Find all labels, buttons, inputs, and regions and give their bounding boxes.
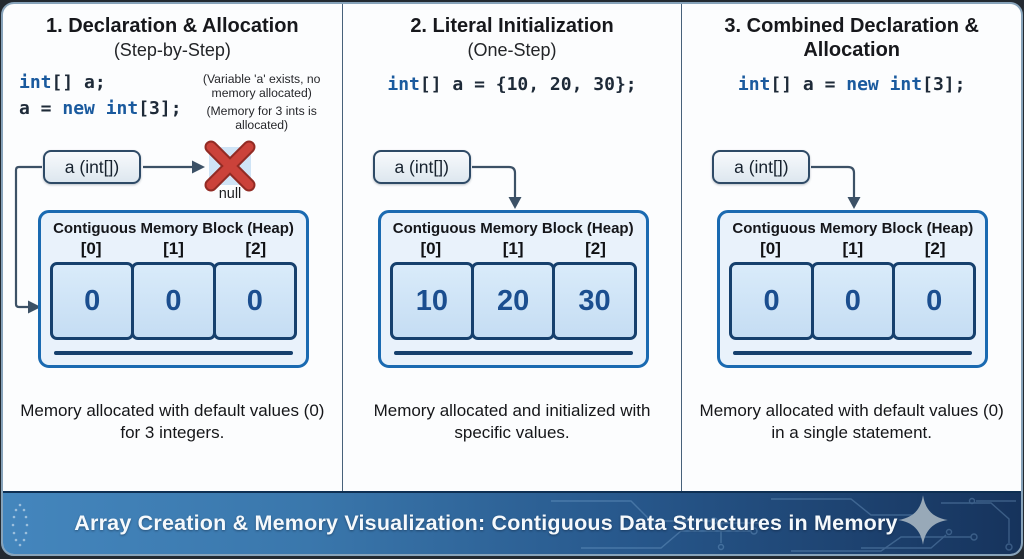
panel-title: 1. Declaration & Allocation <box>46 15 299 37</box>
memory-underline <box>393 351 633 355</box>
cell-value: 0 <box>763 284 780 317</box>
four-point-star-icon <box>897 494 948 545</box>
code-line: a = new int[3]; <box>19 96 182 122</box>
index-label: [2] <box>924 239 946 258</box>
panel-header: 2. Literal Initialization (One-Step) <box>343 4 682 62</box>
variable-label: a (int[]) <box>64 156 120 177</box>
index-label: [1] <box>842 239 864 258</box>
code-annotations: (Variable 'a' exists, no memory allocate… <box>186 70 338 136</box>
cell-value: 0 <box>926 284 943 317</box>
code-keyword: int <box>387 74 420 95</box>
variable-box: a (int[]) <box>712 150 811 184</box>
code-text: [] a; <box>51 72 106 93</box>
memory-cell: 0 <box>810 262 895 340</box>
memory-cell: 0 <box>892 262 977 340</box>
memory-cell: 10 <box>389 262 474 340</box>
memory-block: Contiguous Memory Block (Heap) [0] [1] [… <box>717 210 989 368</box>
variable-box: a (int[]) <box>43 150 141 184</box>
cell-value: 0 <box>165 284 182 317</box>
code-block: int[] a = {10, 20, 30}; <box>343 62 682 98</box>
footer-banner: Array Creation & Memory Visualization: C… <box>3 491 1021 554</box>
memory-block-title: Contiguous Memory Block (Heap) <box>732 220 974 237</box>
memory-cell: 0 <box>131 262 216 340</box>
memory-cells: 10 20 30 <box>389 262 637 340</box>
index-label: [2] <box>245 239 267 258</box>
index-label: [0] <box>760 239 781 258</box>
cell-value: 0 <box>84 284 101 317</box>
memory-indices: [0] [1] [2] <box>729 239 976 259</box>
banner-title: Array Creation & Memory Visualization: C… <box>74 511 898 535</box>
cell-value: 10 <box>415 284 448 317</box>
annotation: (Memory for 3 ints is allocated) <box>206 103 317 133</box>
memory-indices: [0] [1] [2] <box>390 239 637 259</box>
banner-content: Array Creation & Memory Visualization: C… <box>74 494 949 547</box>
cell-value: 30 <box>578 284 611 317</box>
panel-subtitle: (One-Step) <box>467 40 557 60</box>
annotation: (Variable 'a' exists, no memory allocate… <box>202 72 321 101</box>
panel-title: 3. Combined Declaration & Allocation <box>724 15 979 61</box>
code-keyword: int <box>737 74 771 95</box>
memory-underline <box>54 351 293 355</box>
memory-block-title: Contiguous Memory Block (Heap) <box>53 220 294 237</box>
x-mark-icon <box>204 140 256 192</box>
cell-value: 0 <box>246 284 263 317</box>
index-label: [0] <box>80 239 102 258</box>
dotted-oval-pattern-icon <box>11 503 29 547</box>
panels-row: 1. Declaration & Allocation (Step-by-Ste… <box>3 4 1021 491</box>
memory-block-title: Contiguous Memory Block (Heap) <box>392 220 634 237</box>
code-text: [] a = <box>770 74 847 95</box>
panel-header: 3. Combined Declaration & Allocation <box>682 4 1021 62</box>
panel-caption: Memory allocated and initialized with sp… <box>373 401 651 443</box>
panel-subtitle: (Step-by-Step) <box>113 40 231 60</box>
index-label: [0] <box>420 239 442 258</box>
memory-block: Contiguous Memory Block (Heap) [0] [1] [… <box>38 210 309 368</box>
memory-underline <box>733 351 973 355</box>
memory-cells: 0 0 0 <box>729 262 977 340</box>
panel-header: 1. Declaration & Allocation (Step-by-Ste… <box>3 4 342 62</box>
memory-cell: 30 <box>552 262 637 340</box>
code-text: [] a = {10, 20, 30}; <box>419 74 637 95</box>
panel-caption: Memory allocated with default values (0)… <box>20 401 325 443</box>
code-block: int[] a; a = new int[3]; (Variable 'a' e… <box>3 62 342 136</box>
memory-cell: 20 <box>471 262 556 340</box>
cell-value: 20 <box>497 284 530 317</box>
memory-cell: 0 <box>729 262 814 340</box>
code-keyword: int <box>19 72 52 93</box>
panel-declaration-allocation: 1. Declaration & Allocation (Step-by-Ste… <box>3 4 342 491</box>
code-text: [3]; <box>138 98 182 120</box>
variable-label: a (int[]) <box>394 156 449 177</box>
variable-box: a (int[]) <box>372 150 471 184</box>
memory-cell: 0 <box>50 262 135 340</box>
code-text: [3]; <box>922 74 966 95</box>
null-label: null <box>218 186 242 202</box>
code-block: int[] a = new int[3]; <box>682 62 1021 98</box>
index-label: [2] <box>585 239 606 258</box>
code-line: int[] a = {10, 20, 30}; <box>343 72 682 98</box>
memory-indices: [0] [1] [2] <box>50 239 297 259</box>
code-text: a = <box>19 98 63 120</box>
panel-literal-initialization: 2. Literal Initialization (One-Step) int… <box>341 4 682 491</box>
code-keyword: new int <box>846 74 923 95</box>
index-label: [1] <box>502 239 524 258</box>
code-keyword: new int <box>62 98 139 120</box>
variable-label: a (int[]) <box>734 156 789 177</box>
memory-block: Contiguous Memory Block (Heap) [0] [1] [… <box>377 210 649 368</box>
code-line: int[] a; <box>19 70 182 96</box>
cell-value: 0 <box>844 284 861 317</box>
memory-cells: 0 0 0 <box>50 262 297 340</box>
index-label: [1] <box>163 239 184 258</box>
panel-caption: Memory allocated with default values (0)… <box>699 401 1004 443</box>
memory-cell: 0 <box>212 262 297 340</box>
code-lines: int[] a; a = new int[3]; <box>19 70 182 136</box>
panel-combined-declaration-allocation: 3. Combined Declaration & Allocation int… <box>681 4 1021 491</box>
circuit-pattern-icon <box>551 497 1016 552</box>
panel-title: 2. Literal Initialization <box>410 15 614 37</box>
code-line: int[] a = new int[3]; <box>682 72 1021 98</box>
